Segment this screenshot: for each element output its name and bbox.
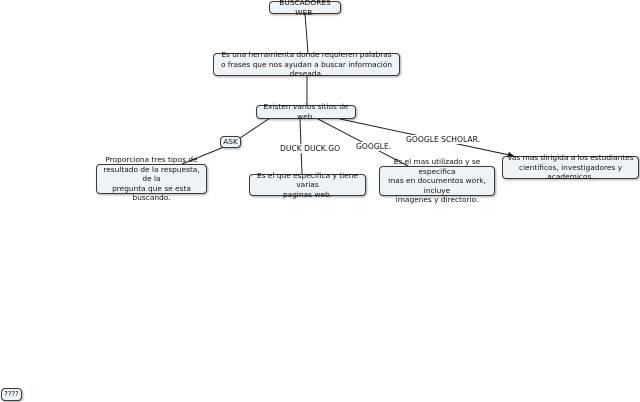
node-definition[interactable]: Es una herramienta donde requieren palab…	[213, 50, 400, 78]
link-sites-ask	[239, 117, 271, 139]
link-ask-desc	[181, 146, 225, 165]
node-unknown[interactable]: ????	[1, 388, 22, 401]
node-google-description[interactable]: Es el mas utilizado y se especifica mas …	[379, 157, 495, 204]
label-google-scholar: GOOGLE SCHOLAR.	[405, 135, 481, 144]
node-ask-description[interactable]: Proporciona tres tipos de resultado de l…	[96, 155, 207, 202]
link-root-definition	[304, 13, 309, 54]
node-ask[interactable]: ASK	[220, 136, 241, 148]
label-google: GOOGLE.	[355, 142, 393, 151]
node-duck-description[interactable]: Es el que especifica y tiene varias pagi…	[249, 171, 366, 199]
node-buscadores-web[interactable]: BUSCADORES WEB.	[269, 0, 341, 17]
node-scholar-description[interactable]: Vas mas dirigida a los estudiantes cient…	[502, 153, 639, 181]
label-duck-duck-go: DUCK DUCK.GO	[279, 144, 342, 153]
node-varios-sitios[interactable]: Existen varios sitios de web.	[256, 102, 356, 121]
